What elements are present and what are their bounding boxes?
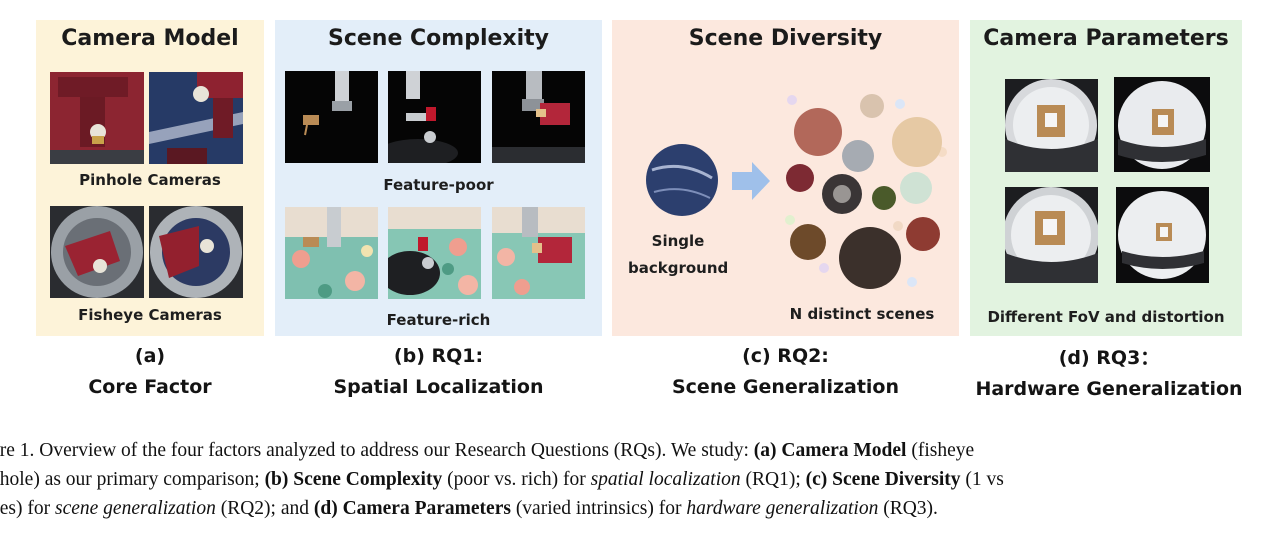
- caption-segment: hardware generalization: [686, 498, 878, 519]
- single-background-label-1: Single: [628, 232, 728, 250]
- scene-disc-4: [842, 140, 874, 172]
- feature-rich-image-1: [285, 207, 378, 299]
- fov-image-2: [1114, 77, 1210, 172]
- caption-segment: nhole) as our primary comparison;: [0, 469, 265, 490]
- caption-segment: (1 vs: [961, 469, 1004, 490]
- scene-disc-8: [900, 172, 932, 204]
- pinhole-image-2: [149, 72, 243, 164]
- caption-segment: (varied intrinsics) for: [511, 498, 686, 519]
- feature-poor-image-1: [285, 71, 378, 163]
- panel-a-title: Camera Model: [36, 26, 264, 51]
- caption-c-line1: (c) RQ2:: [612, 341, 959, 372]
- caption-segment: scene generalization: [55, 498, 216, 519]
- caption-a: (a) Core Factor: [36, 341, 264, 403]
- scene-disc-9: [790, 224, 826, 260]
- caption-segment: (fisheye: [906, 440, 974, 461]
- n-distinct-scenes-label: N distinct scenes: [782, 305, 942, 323]
- caption-b: (b) RQ1: Spatial Localization: [275, 341, 602, 403]
- feature-poor-label: Feature-poor: [275, 176, 602, 194]
- fov-image-1: [1005, 79, 1098, 172]
- panel-d-title: Camera Parameters: [970, 26, 1242, 51]
- fov-image-3: [1005, 187, 1098, 283]
- caption-c: (c) RQ2: Scene Generalization: [612, 341, 959, 403]
- caption-d-line2: Hardware Generalization: [960, 374, 1258, 405]
- caption-segment: (a) Camera Model: [754, 440, 907, 461]
- single-background-disc: [646, 144, 718, 216]
- caption-segment: (RQ1);: [741, 469, 806, 490]
- caption-segment: ure 1. Overview of the four factors anal…: [0, 440, 754, 461]
- panel-camera-model: Camera Model Pinhole Cameras Fisheye Cam…: [36, 20, 264, 336]
- fisheye-image-1: [50, 206, 144, 298]
- caption-segment: (b) Scene Complexity: [265, 469, 443, 490]
- fov-image-4: [1116, 187, 1209, 283]
- caption-segment: nes) for: [0, 498, 55, 519]
- scene-disc-3: [892, 117, 942, 167]
- scene-disc-11: [906, 217, 940, 251]
- caption-segment: (c) Scene Diversity: [806, 469, 961, 490]
- right-arrow-icon: [732, 162, 770, 200]
- fisheye-cameras-label: Fisheye Cameras: [36, 306, 264, 324]
- figure-caption: ure 1. Overview of the four factors anal…: [0, 436, 1280, 523]
- scene-disc-10: [839, 227, 901, 289]
- figure-caption-line-3: nes) for scene generalization (RQ2); and…: [0, 494, 1280, 523]
- caption-d-line1: (d) RQ3：: [960, 343, 1258, 374]
- feature-rich-image-3: [492, 207, 585, 299]
- scene-disc-2: [860, 94, 884, 118]
- panel-b-title: Scene Complexity: [275, 26, 602, 51]
- caption-segment: (RQ2); and: [216, 498, 314, 519]
- caption-segment: (RQ3).: [878, 498, 938, 519]
- panel-camera-parameters: Camera Parameters Different FoV and dist…: [970, 20, 1242, 336]
- feature-rich-label: Feature-rich: [275, 311, 602, 329]
- feature-poor-image-2: [388, 71, 481, 163]
- caption-b-line1: (b) RQ1:: [275, 341, 602, 372]
- fov-distortion-label: Different FoV and distortion: [970, 308, 1242, 326]
- scene-disc-5: [786, 164, 814, 192]
- caption-a-line1: (a): [36, 341, 264, 372]
- caption-c-line2: Scene Generalization: [612, 372, 959, 403]
- caption-segment: (d) Camera Parameters: [314, 498, 511, 519]
- scene-disc-7: [872, 186, 896, 210]
- panel-scene-complexity: Scene Complexity Feature-poor: [275, 20, 602, 336]
- caption-segment: spatial localization: [591, 469, 741, 490]
- caption-a-line2: Core Factor: [36, 372, 264, 403]
- feature-rich-image-2: [388, 207, 481, 299]
- feature-poor-image-3: [492, 71, 585, 163]
- pinhole-cameras-label: Pinhole Cameras: [36, 171, 264, 189]
- single-background-label-2: background: [628, 259, 728, 277]
- caption-segment: (poor vs. rich) for: [442, 469, 590, 490]
- pinhole-image-1: [50, 72, 144, 164]
- figure-caption-line-2: nhole) as our primary comparison; (b) Sc…: [0, 465, 1280, 494]
- scene-diversity-graphic: [612, 20, 959, 336]
- caption-b-line2: Spatial Localization: [275, 372, 602, 403]
- caption-d: (d) RQ3： Hardware Generalization: [960, 343, 1258, 405]
- panel-scene-diversity: Scene Diversity Single background N dist…: [612, 20, 959, 336]
- fisheye-image-2: [149, 206, 243, 298]
- figure-caption-line-1: ure 1. Overview of the four factors anal…: [0, 436, 1280, 465]
- scene-disc-1: [794, 108, 842, 156]
